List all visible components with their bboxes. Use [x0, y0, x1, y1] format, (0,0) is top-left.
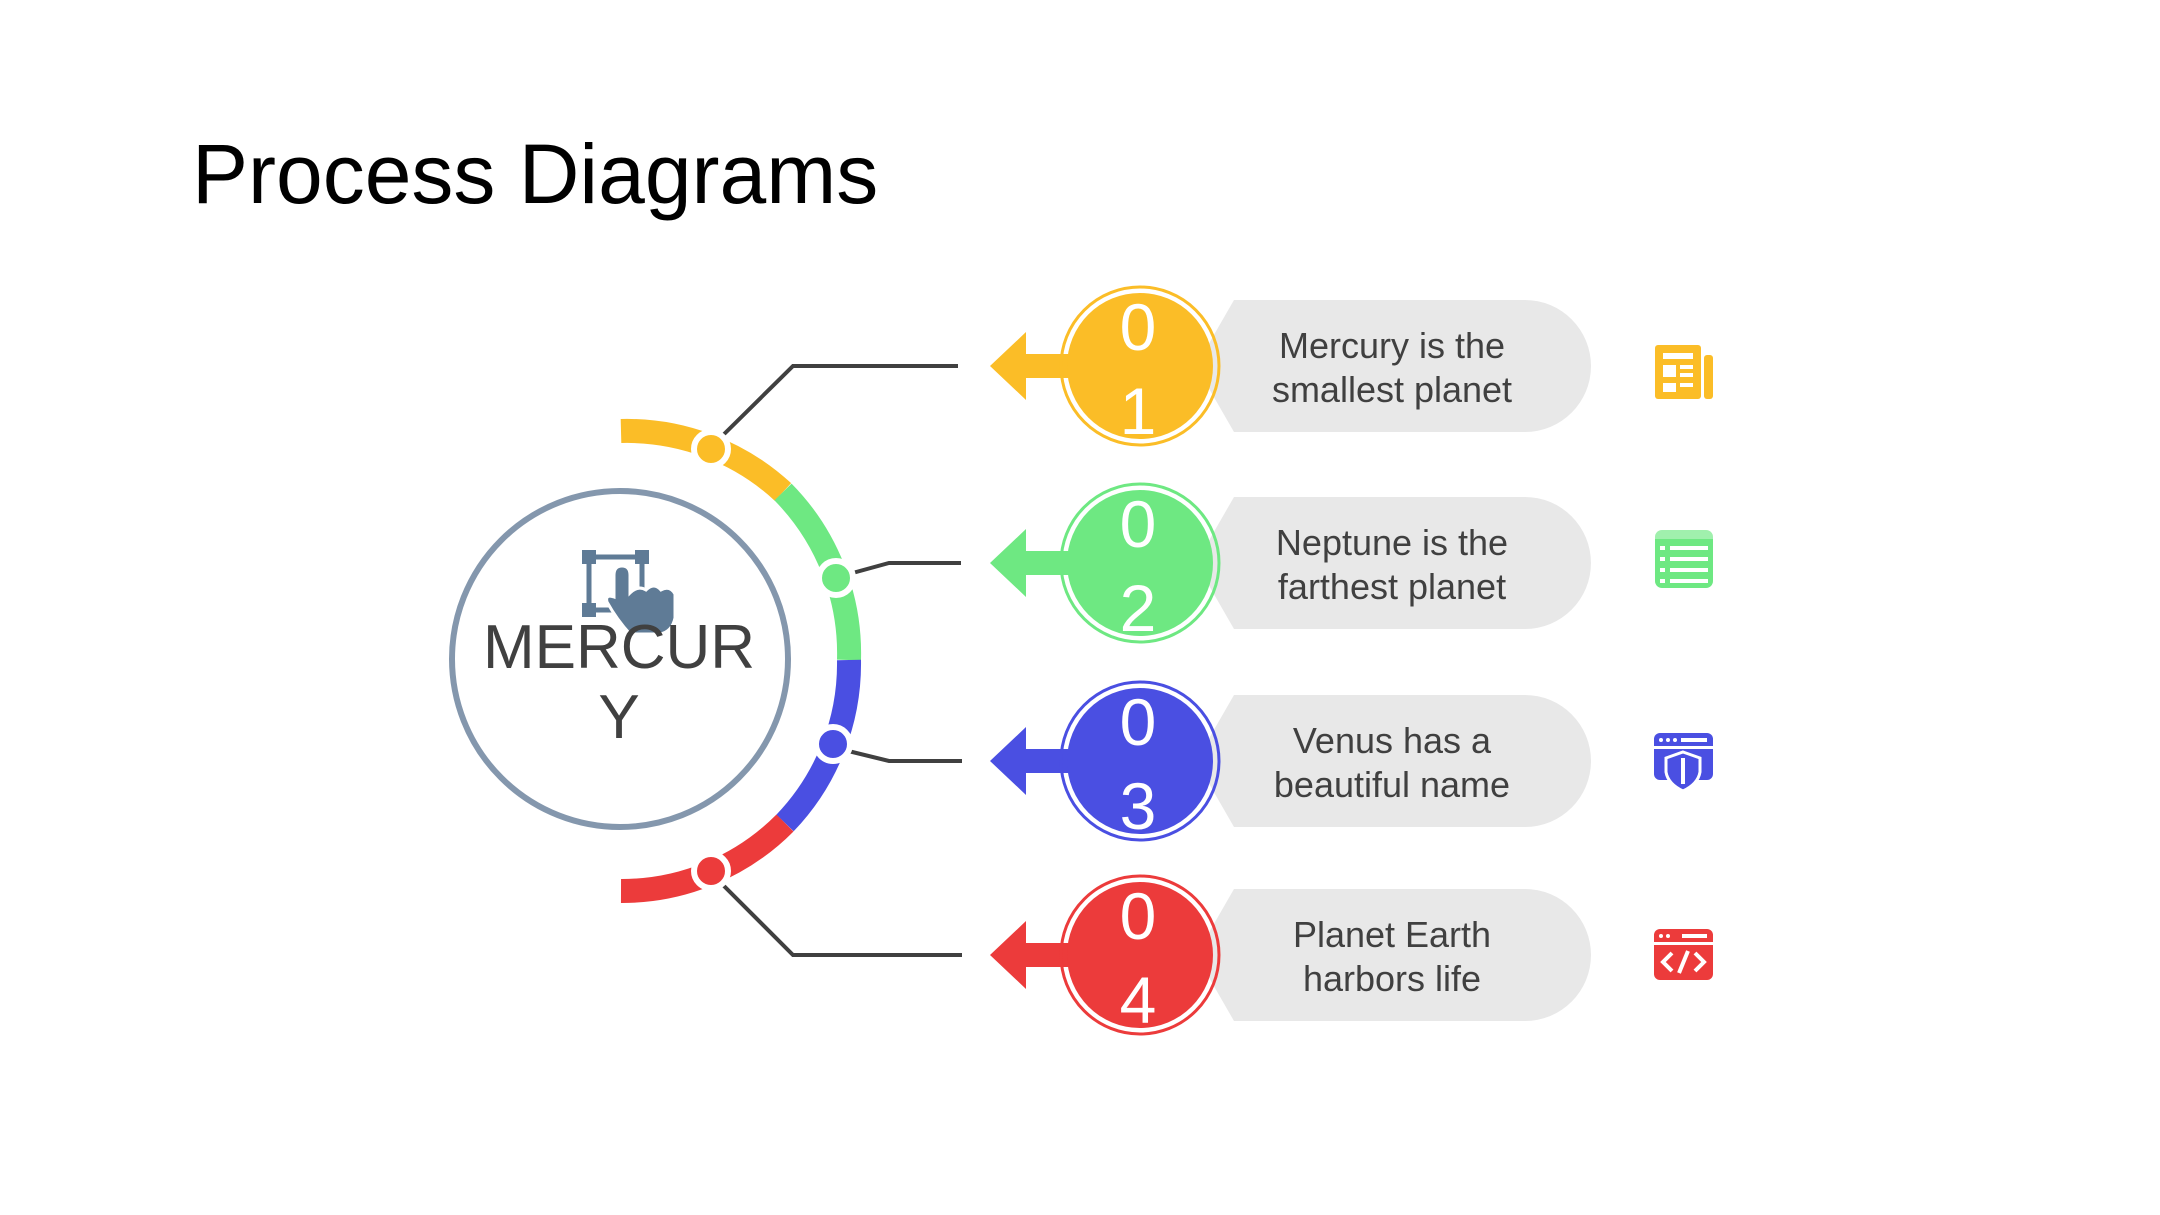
hub-circle [449, 488, 791, 830]
step-3-number-circle [1067, 688, 1213, 834]
step-4-number-line2: 4 [1120, 963, 1157, 1037]
step-4-number-ring [1059, 874, 1221, 1036]
page-title: Process Diagrams [192, 127, 879, 221]
step-1-arrow [990, 332, 1080, 400]
step-2: 0 2 Neptune is the farthest planet [990, 482, 1713, 645]
step-4-number-line1: 0 [1120, 879, 1157, 953]
step-3-text-line2: beautiful name [1274, 764, 1510, 805]
step-1-number-line2: 1 [1120, 374, 1157, 448]
step-2-text-line2: farthest planet [1278, 566, 1506, 607]
step-3-number-ring [1059, 680, 1221, 842]
step-3-text-line1: Venus has a [1293, 720, 1492, 761]
step-2-text-line1: Neptune is the [1276, 522, 1508, 563]
step-1-number-ring [1059, 285, 1221, 447]
step-2-number-ring [1059, 482, 1221, 644]
hand-pointer-select-icon [582, 550, 677, 636]
arc-dot-1 [691, 429, 731, 469]
connectors [709, 364, 962, 957]
step-3-number-line1: 0 [1120, 685, 1157, 759]
step-3-arrow [990, 727, 1080, 795]
step-3: 0 3 Venus has a beautiful name [990, 680, 1713, 843]
arc-dot-2 [816, 558, 856, 598]
step-2-pill [1196, 497, 1591, 629]
step-4: 0 4 Planet Earth harbors life [990, 874, 1713, 1037]
step-3-pill [1196, 695, 1591, 827]
step-4-text-line1: Planet Earth [1293, 914, 1491, 955]
step-1-text-line2: smallest planet [1272, 369, 1512, 410]
browser-shield-icon [1654, 733, 1713, 793]
arc-dot-3 [813, 724, 853, 764]
step-4-arrow [990, 921, 1080, 989]
step-1-pill [1196, 300, 1591, 432]
step-4-text-line2: harbors life [1303, 958, 1481, 999]
hub: MERCUR Y [449, 488, 791, 830]
step-1-text-line1: Mercury is the [1279, 325, 1505, 366]
connector-1 [709, 364, 958, 449]
step-1-number-circle [1067, 293, 1213, 439]
hub-label-line1: MERCUR [483, 613, 755, 682]
step-2-arrow [990, 529, 1080, 597]
newspaper-icon [1655, 345, 1713, 399]
connector-3 [835, 746, 962, 763]
step-1-number-line1: 0 [1120, 290, 1157, 364]
server-list-icon [1655, 530, 1713, 588]
connector-2 [837, 561, 961, 579]
step-3-number-line2: 3 [1120, 769, 1157, 843]
step-1: 0 1 Mercury is the smallest planet [990, 285, 1713, 448]
browser-code-icon [1654, 929, 1713, 980]
arc-dot-4 [691, 851, 731, 891]
connector-4 [709, 871, 962, 957]
step-2-number-line2: 2 [1120, 571, 1157, 645]
step-4-number-circle [1067, 882, 1213, 1028]
step-4-pill [1196, 889, 1591, 1021]
arc-dots [691, 429, 856, 891]
hub-label-line2: Y [598, 683, 639, 752]
step-2-number-circle [1067, 490, 1213, 636]
step-2-number-line1: 0 [1120, 487, 1157, 561]
